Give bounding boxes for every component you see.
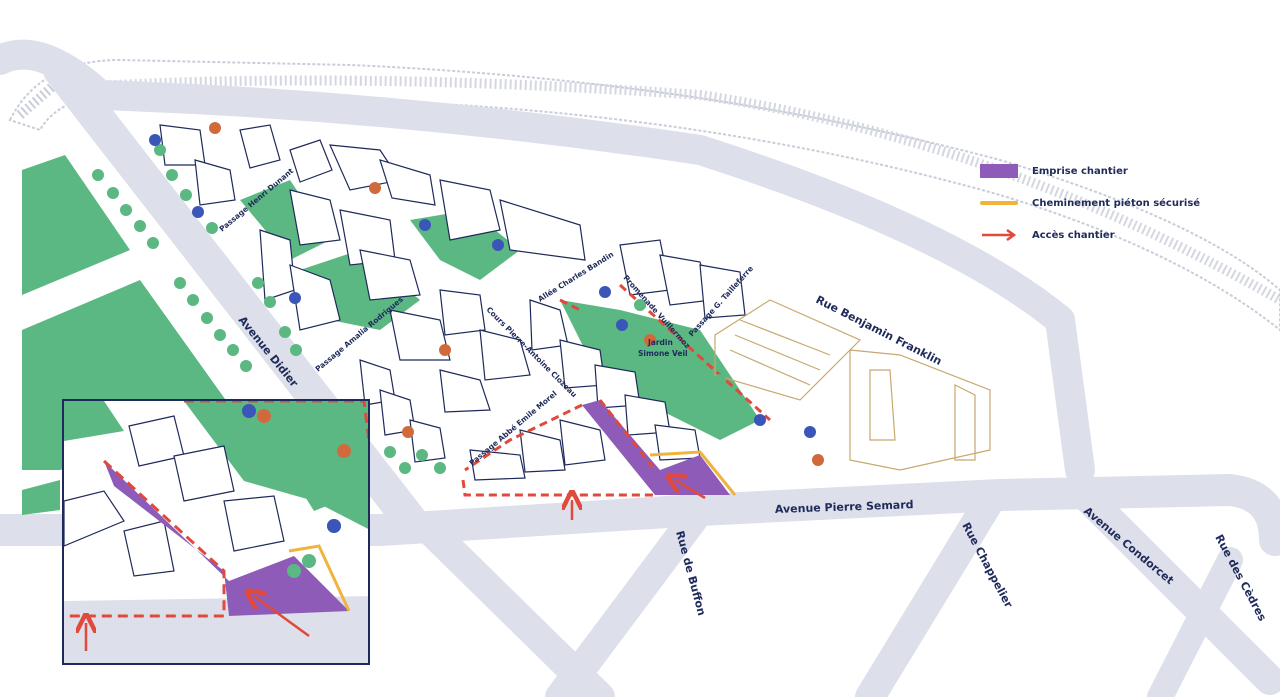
pedestrian-path <box>649 450 737 496</box>
map-legend: Emprise chantier Cheminement piéton sécu… <box>980 160 1240 256</box>
trees <box>92 122 824 474</box>
legend-item-pedestrian: Cheminement piéton sécurisé <box>980 192 1240 214</box>
purple-swatch-icon <box>980 164 1018 178</box>
legend-item-worksite: Emprise chantier <box>980 160 1240 182</box>
place-label-jardin: Jardin <box>647 338 673 347</box>
access-arrow-2 <box>675 480 706 500</box>
street-label-condorcet: Avenue Condorcet <box>1081 504 1176 587</box>
worksite-perimeter <box>461 283 772 497</box>
legend-label-pedestrian: Cheminement piéton sécurisé <box>1032 197 1201 209</box>
planned-buildings <box>714 299 991 471</box>
red-arrow-icon <box>982 228 1017 242</box>
street-label-chappelier: Rue Chappelier <box>959 520 1015 610</box>
place-label-jardin-2: Simone Veil <box>638 349 688 358</box>
existing-buildings <box>159 124 746 481</box>
yellow-line-icon <box>980 201 1018 205</box>
zoom-inset <box>62 399 370 665</box>
inset-map <box>64 401 368 663</box>
legend-item-access: Accès chantier <box>980 224 1240 246</box>
legend-label-access: Accès chantier <box>1032 229 1115 241</box>
legend-label-worksite: Emprise chantier <box>1032 165 1128 177</box>
inset-worksite-area <box>104 461 349 616</box>
street-label-pierre-semard: Avenue Pierre Semard <box>775 498 914 516</box>
street-label-benjamin-franklin: Rue Benjamin Franklin <box>814 293 944 368</box>
